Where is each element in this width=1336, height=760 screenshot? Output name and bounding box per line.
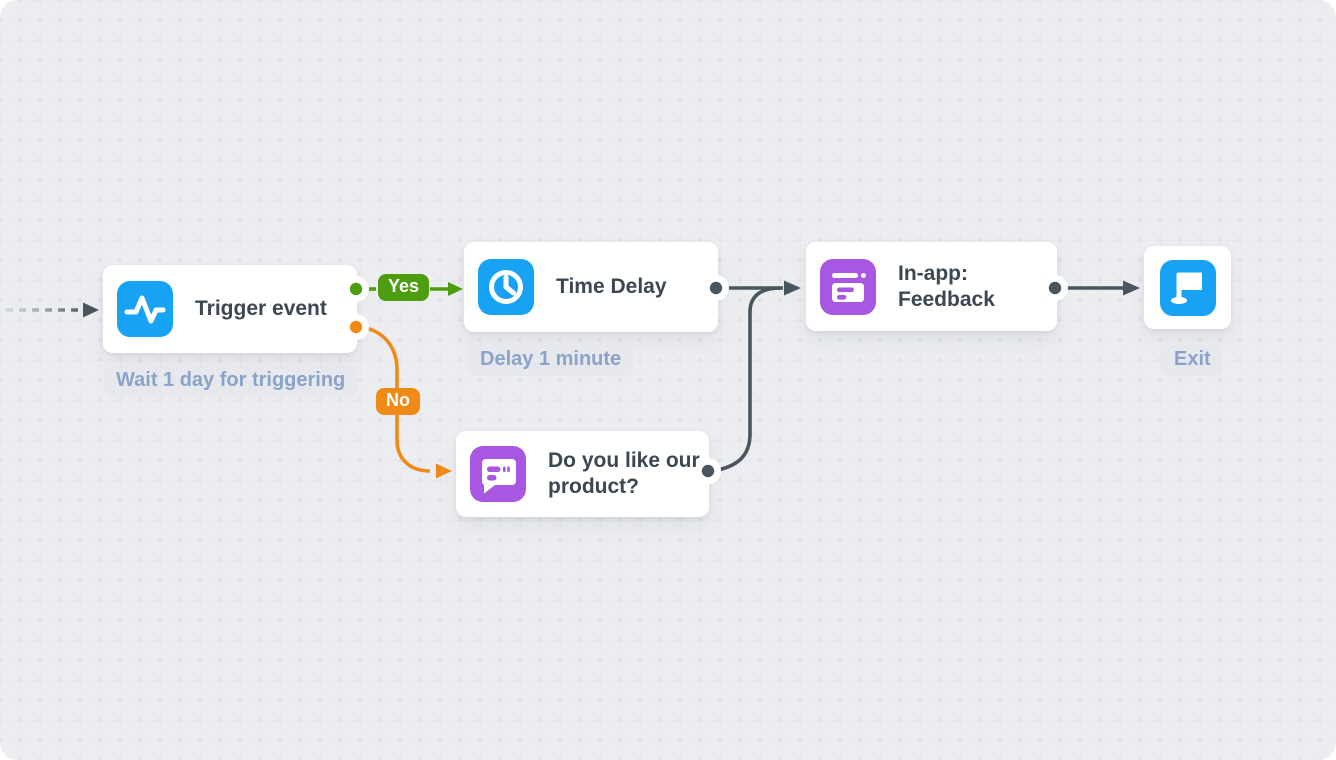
inapp-arrowhead [784, 280, 801, 296]
yes-arrowhead [448, 282, 463, 296]
exit-note: Exit [1162, 345, 1223, 376]
node-product-question[interactable]: Do you like our product? [456, 431, 709, 517]
node-title: In-app: Feedback [898, 261, 995, 311]
node-trigger-event[interactable]: Trigger event [103, 265, 357, 353]
clock-icon [478, 259, 534, 315]
in-app-window-icon [820, 258, 876, 315]
node-exit[interactable] [1144, 246, 1231, 329]
node-inapp-feedback[interactable]: In-app: Feedback [806, 242, 1057, 331]
incoming-arrowhead [83, 302, 99, 318]
trigger-wait-note: Wait 1 day for triggering [104, 366, 358, 397]
question-to-inapp-connector [712, 286, 782, 473]
flag-icon [1159, 259, 1216, 316]
no-arrowhead [436, 463, 452, 479]
node-time-delay[interactable]: Time Delay [464, 242, 718, 332]
exit-arrowhead [1123, 280, 1140, 296]
chat-message-icon [470, 446, 526, 502]
node-title: Trigger event [195, 297, 327, 320]
node-title: Do you like our product? [548, 449, 700, 498]
node-title: Time Delay [556, 275, 667, 298]
delay-note: Delay 1 minute [468, 345, 634, 376]
no-branch-badge[interactable]: No [376, 388, 420, 415]
activity-icon [117, 281, 173, 337]
yes-branch-badge[interactable]: Yes [378, 274, 430, 301]
